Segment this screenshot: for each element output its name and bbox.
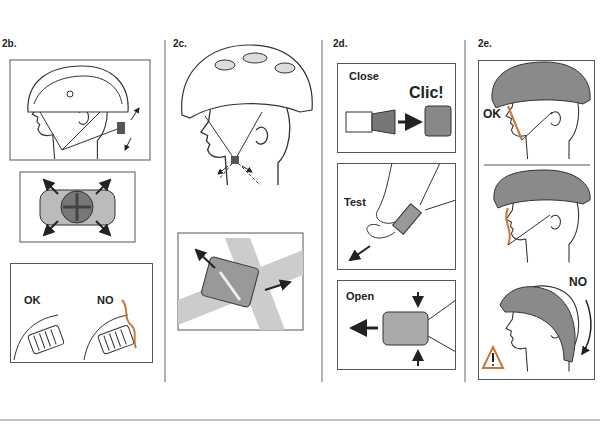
illustration-part (44, 221, 58, 235)
illustration-part (20, 172, 135, 242)
illustration-part (484, 165, 590, 166)
illustration-part (104, 329, 126, 350)
panel-separators (0, 40, 600, 420)
illustration-part (28, 66, 128, 112)
instruction-panel: Test (337, 163, 456, 270)
panel-label: NO (568, 276, 588, 289)
step-number: 2d. (333, 38, 347, 49)
illustration-part (465, 40, 466, 382)
illustration-part (178, 233, 303, 330)
illustration-part (500, 287, 575, 362)
illustration-part (492, 353, 494, 362)
illustration-part (383, 312, 428, 345)
illustration-part (483, 347, 503, 368)
panel-label: Open (345, 290, 375, 302)
illustration-part (215, 60, 235, 70)
step-number: 2b. (2, 38, 16, 49)
illustration-part (196, 250, 215, 268)
nape-adjuster (14, 300, 136, 360)
illustration-part (205, 112, 262, 160)
illustration-part (27, 325, 64, 355)
illustration-part (96, 180, 110, 194)
illustration-part (165, 40, 166, 382)
illustration-part (218, 166, 228, 174)
illustration-part (346, 112, 372, 132)
instruction-panel: Open (337, 280, 456, 370)
illustration-part (492, 62, 590, 108)
illustration-part (508, 106, 522, 140)
illustration-part (352, 327, 378, 330)
illustration-part (182, 45, 313, 118)
illustration-part (393, 204, 422, 234)
illustration-part (522, 112, 552, 140)
panel-label: OK (23, 294, 42, 306)
illustration-part (367, 224, 395, 238)
step-number: 2c. (173, 38, 187, 49)
illustration-part (398, 121, 420, 124)
instruction-panel: OK NO (10, 263, 153, 363)
buckle-test (350, 163, 456, 260)
illustration-part (372, 110, 395, 134)
illustration-part (61, 191, 93, 223)
illustration-part (122, 300, 136, 348)
illustration-part (265, 282, 290, 290)
panel-label: OK (482, 108, 502, 121)
illustration-part (492, 364, 494, 366)
illustration-part (125, 138, 131, 150)
illustration-part (322, 40, 323, 382)
illustration-part (376, 163, 395, 223)
panel-label: NO (96, 294, 115, 306)
illustration-part (242, 166, 252, 172)
illustration-part (40, 112, 120, 150)
illustration-part (10, 60, 150, 160)
illustration-part (40, 190, 115, 225)
illustration-part (494, 170, 590, 208)
buckle-open (352, 292, 456, 366)
illustration-part (97, 325, 134, 355)
illustration-part (506, 208, 509, 245)
illustration-part (508, 215, 550, 245)
illustration-part (34, 329, 56, 350)
illustration-part (44, 180, 58, 194)
illustration-part (243, 53, 267, 63)
illustration-part (34, 76, 122, 104)
illustration-part (220, 160, 260, 185)
panel-label: Clic! (408, 84, 445, 102)
illustration-part (425, 106, 451, 136)
illustration-part (0, 420, 600, 421)
buckle-close (346, 106, 451, 136)
illustration-part (350, 246, 370, 260)
illustration-part (428, 300, 456, 352)
instruction-panel: OK NO (478, 60, 595, 380)
illustration-part (275, 63, 295, 73)
panel-label: Test (343, 196, 367, 208)
illustration-part (231, 156, 239, 164)
illustration-part (582, 300, 591, 354)
instruction-panel: CloseClic! (337, 63, 456, 153)
helmet-fit-view (10, 60, 150, 160)
illustration-part (97, 325, 134, 355)
illustration-part (27, 325, 64, 355)
illustration-part (417, 351, 419, 366)
illustration-part (117, 122, 125, 134)
illustration-part (417, 292, 419, 306)
illustration-part (67, 91, 73, 97)
illustration-part (131, 108, 139, 120)
helmet-position-views (483, 62, 591, 372)
adjust-wheel (20, 172, 135, 242)
side-strap-view (178, 45, 312, 330)
illustration-part (220, 272, 240, 300)
illustration-part (420, 163, 456, 210)
step-number: 2e. (478, 38, 492, 49)
panel-label: Close (348, 70, 380, 82)
illustration-part (63, 193, 91, 221)
illustration-part (96, 221, 110, 235)
